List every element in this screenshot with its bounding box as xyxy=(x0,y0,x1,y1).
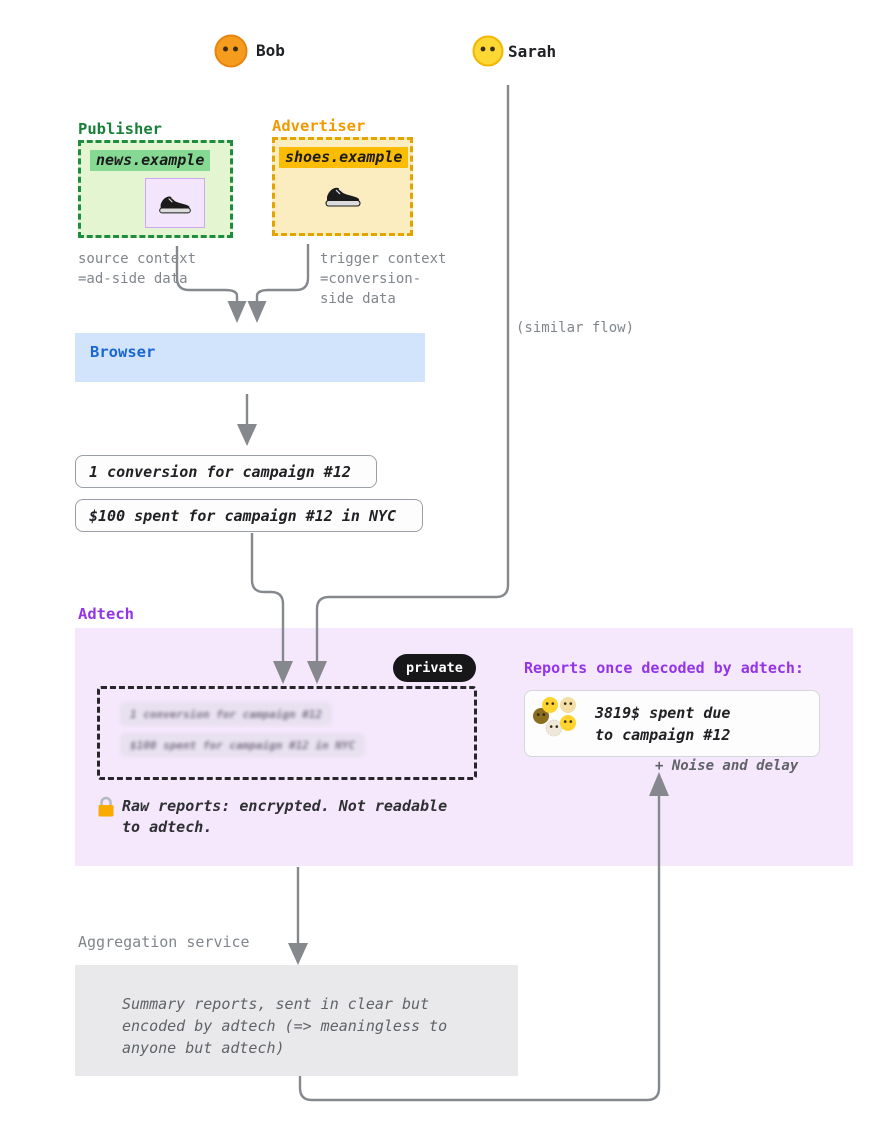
similar-flow-note: (similar flow) xyxy=(516,320,635,336)
sarah-label: Sarah xyxy=(508,42,557,61)
decoded-report-box: 3819$ spent due to campaign #12 xyxy=(524,690,820,757)
private-badge: private xyxy=(393,654,476,682)
spend-report-pill: $100 spent for campaign #12 in NYC xyxy=(75,499,423,532)
source-context-note: source context =ad-side data xyxy=(78,251,197,287)
publisher-site: news.example xyxy=(90,150,211,171)
trigger-context-note: trigger context =conversion- side data xyxy=(320,251,447,307)
bob-avatar xyxy=(214,34,248,68)
lock-note: Raw reports: encrypted. Not readable to … xyxy=(122,797,448,836)
adtech-label: Adtech xyxy=(78,605,134,623)
sneaker-icon xyxy=(325,187,361,207)
sarah-avatar xyxy=(472,35,504,67)
advertiser-box: shoes.example xyxy=(272,137,413,236)
encrypted-report: 1 conversion for campaign #12 xyxy=(120,702,333,726)
publisher-box: news.example xyxy=(78,140,233,238)
bob-label: Bob xyxy=(256,41,285,60)
advertiser-site: shoes.example xyxy=(279,147,409,168)
aggregation-summary-text: Summary reports, sent in clear but encod… xyxy=(122,995,448,1057)
decoded-report-text: 3819$ spent due to campaign #12 xyxy=(595,704,731,744)
users-cluster-icon xyxy=(533,697,576,737)
advertiser-label: Advertiser xyxy=(272,117,366,135)
adtech-box: private 1 conversion for campaign #12 $1… xyxy=(75,628,853,866)
browser-label: Browser xyxy=(90,343,156,361)
arrow-advertiser-to-browser xyxy=(255,244,310,302)
encrypted-report: $100 spent for campaign #12 in NYC xyxy=(120,733,366,757)
publisher-label: Publisher xyxy=(78,120,162,138)
conversion-report-pill: 1 conversion for campaign #12 xyxy=(75,455,377,488)
aggregation-service-label: Aggregation service xyxy=(78,933,250,951)
aggregation-box: Summary reports, sent in clear but encod… xyxy=(75,965,518,1076)
ad-frame xyxy=(145,178,205,228)
noise-delay-note: + Noise and delay xyxy=(655,758,799,774)
lock-icon xyxy=(98,796,114,817)
browser-box: Browser xyxy=(75,333,425,382)
encrypted-reports-frame: 1 conversion for campaign #12 $100 spent… xyxy=(97,686,477,780)
decoded-reports-title: Reports once decoded by adtech: xyxy=(524,659,804,677)
sneaker-icon xyxy=(159,196,191,214)
